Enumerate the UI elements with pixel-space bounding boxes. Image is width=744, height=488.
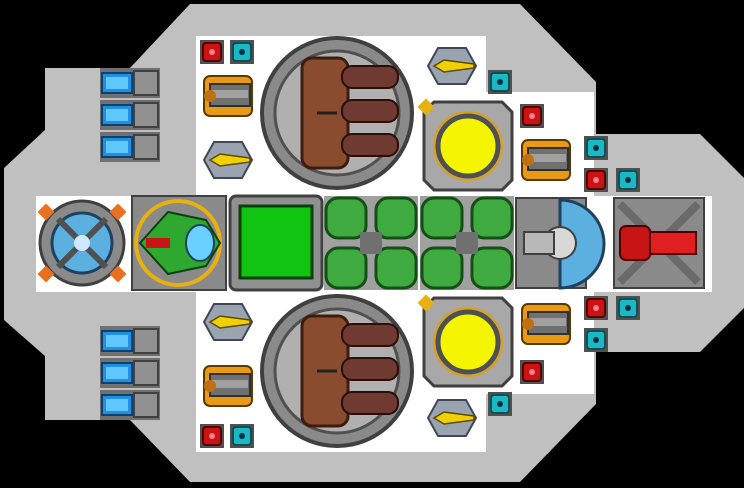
armor-block-cyan[interactable] <box>487 69 513 95</box>
fuel-tank-icon[interactable] <box>420 196 514 290</box>
power-node-icon[interactable] <box>418 98 516 194</box>
cockpit-icon[interactable] <box>131 195 227 291</box>
fuel-tank-icon[interactable] <box>324 196 418 290</box>
missile-launcher-icon[interactable] <box>419 391 481 445</box>
armor-block-cyan[interactable] <box>583 327 609 353</box>
thruster-block-bottom[interactable] <box>99 325 161 421</box>
thruster-block-top[interactable] <box>99 67 161 163</box>
missile-silo-icon[interactable] <box>260 294 414 448</box>
armor-block-red[interactable] <box>583 167 609 193</box>
armor-block-cyan[interactable] <box>583 135 609 161</box>
power-node-icon[interactable] <box>418 294 516 390</box>
cargo-icon[interactable] <box>228 194 324 292</box>
shield-generator-icon[interactable] <box>515 197 606 290</box>
laser-cannon-icon[interactable] <box>613 197 705 289</box>
reactor-icon[interactable] <box>37 199 127 287</box>
gun-turret-icon[interactable] <box>517 297 575 351</box>
gun-turret-icon[interactable] <box>199 69 257 123</box>
armor-block-red[interactable] <box>583 295 609 321</box>
gun-turret-icon[interactable] <box>199 359 257 413</box>
missile-launcher-icon[interactable] <box>419 39 481 93</box>
armor-block-red[interactable] <box>519 359 545 385</box>
armor-block-red[interactable] <box>199 423 225 449</box>
armor-block-cyan[interactable] <box>615 167 641 193</box>
missile-launcher-icon[interactable] <box>195 295 257 349</box>
missile-silo-icon[interactable] <box>260 36 414 190</box>
armor-block-cyan[interactable] <box>229 39 255 65</box>
missile-launcher-icon[interactable] <box>195 133 257 187</box>
armor-block-cyan[interactable] <box>615 295 641 321</box>
armor-block-red[interactable] <box>199 39 225 65</box>
armor-block-red[interactable] <box>519 103 545 129</box>
gun-turret-icon[interactable] <box>517 133 575 187</box>
armor-block-cyan[interactable] <box>229 423 255 449</box>
armor-block-cyan[interactable] <box>487 391 513 417</box>
